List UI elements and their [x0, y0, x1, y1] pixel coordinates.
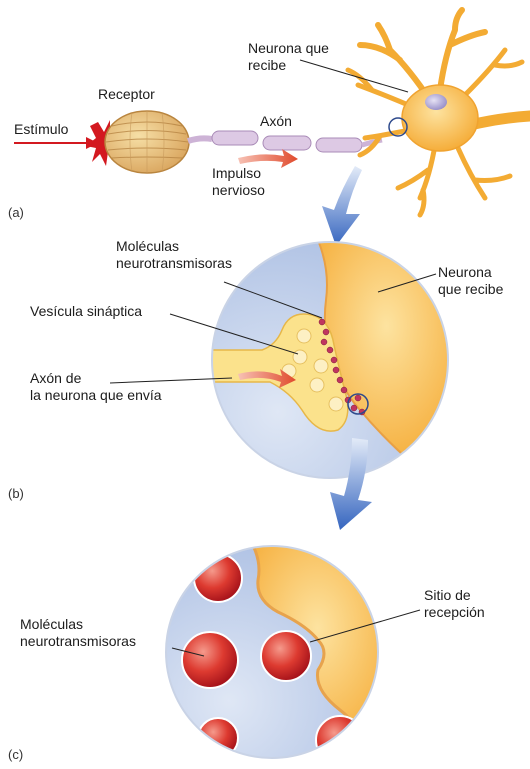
- neurotransmitters-label-b: Moléculas neurotransmisoras: [116, 238, 232, 272]
- zoom-arrow-a-to-b: [322, 166, 362, 246]
- stimulus-label: Estímulo: [14, 121, 68, 138]
- panel-b-letter: (b): [8, 486, 24, 501]
- receptor-site-label: Sitio de recepción: [424, 587, 485, 621]
- receptor-label: Receptor: [98, 86, 155, 103]
- sending-axon-label: Axón de la neurona que envía: [30, 370, 162, 404]
- vesicle-label: Vesícula sináptica: [30, 303, 142, 320]
- panel-a-letter: (a): [8, 205, 24, 220]
- panel-b: [110, 230, 470, 530]
- axon-label: Axón: [260, 113, 292, 130]
- panel-c-letter: (c): [8, 747, 23, 762]
- nucleus: [425, 94, 447, 110]
- receiving-neuron-label-b: Neurona que recibe: [438, 264, 503, 298]
- receiving-neuron-label-a: Neurona que recibe: [248, 40, 329, 74]
- receiving-neuron: [348, 10, 530, 215]
- axon: [188, 131, 382, 152]
- impulse-label: Impulso nervioso: [212, 165, 265, 199]
- panel-c: [160, 540, 420, 769]
- receptor: [105, 111, 189, 173]
- neurotransmitters-label-c: Moléculas neurotransmisoras: [20, 616, 136, 650]
